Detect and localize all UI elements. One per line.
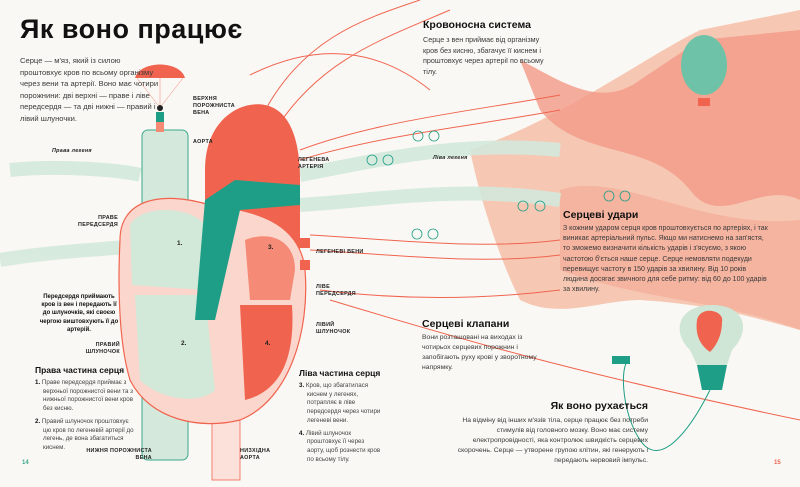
left-side-heading: Ліва частина серця — [299, 368, 381, 378]
intro-text: Серце — м'яз, який із силою проштовхує к… — [20, 56, 159, 123]
page-number-right: 15 — [774, 460, 781, 466]
valves-heading: Серцеві клапани — [422, 318, 510, 330]
page-number-left: 14 — [22, 460, 29, 466]
movement-text: На відміну від інших м'язів тіла, серце … — [457, 417, 648, 464]
list-item: 4. Лівий шлуночок проштовхує її через ао… — [299, 429, 381, 463]
label-right-lung: Права легеня — [52, 148, 92, 154]
label-superior-vena-cava: Верхня порожниста вена — [193, 96, 235, 116]
circulatory-heading: Кровоносна система — [423, 19, 531, 31]
pulmonary-artery — [195, 180, 300, 320]
heartbeats-heading: Серцеві удари — [563, 209, 639, 221]
heart-number-2: 2. — [181, 340, 187, 347]
label-left-ventricle: Лівий шлуночок — [316, 322, 351, 335]
mountain-red — [520, 30, 800, 207]
label-inferior-vena-cava: Нижня порожниста вена — [86, 448, 152, 461]
label-left-atrium: Ліве передсердя — [316, 284, 356, 297]
list-item: 3. Кров, що збагатилася киснем у легенях… — [299, 382, 381, 424]
label-aorta: Аорта — [193, 139, 213, 145]
label-pulmonary-artery: Легенева артерія — [298, 157, 330, 170]
circulatory-text: Серце з вен приймає від організму кров б… — [423, 35, 544, 76]
heart-number-1: 1. — [177, 240, 183, 247]
label-right-atrium: Праве передсердя — [78, 215, 118, 228]
label-descending-aorta: Низхідна аорта — [240, 448, 271, 461]
balloon-icon — [681, 35, 727, 95]
right-atrium — [130, 210, 205, 290]
left-side-list: 3. Кров, що збагатилася киснем у легенях… — [299, 382, 381, 468]
heart-number-4: 4. — [265, 340, 271, 347]
page-title: Як воно працює — [20, 14, 243, 44]
right-side-list: 1. Праве передсердя приймає з верхньої п… — [35, 379, 135, 457]
right-side-heading: Права частина серця — [35, 365, 125, 375]
heart-number-3: 3. — [268, 244, 274, 251]
label-pulmonary-veins: Легеневі вени — [316, 249, 364, 255]
list-item: 1. Праве передсердя приймає з верхньої п… — [35, 379, 134, 413]
left-atrium — [245, 236, 295, 300]
valves-text: Вони розташовані на виходах із чотирьох … — [422, 334, 537, 371]
label-left-lung: Ліва легеня — [433, 155, 468, 161]
list-item: 2. Правий шлуночок проштовхує цю кров по… — [35, 417, 134, 451]
heartbeats-text: З кожним ударом серця кров проштовхуєтьс… — [563, 225, 768, 294]
left-ventricle — [240, 305, 293, 400]
right-ventricle — [135, 295, 215, 399]
label-right-ventricle: Правий шлуночок — [85, 342, 120, 355]
movement-heading: Як воно рухається — [550, 400, 648, 412]
atria-note: Передсердя приймають кров із вен і перед… — [39, 294, 119, 333]
